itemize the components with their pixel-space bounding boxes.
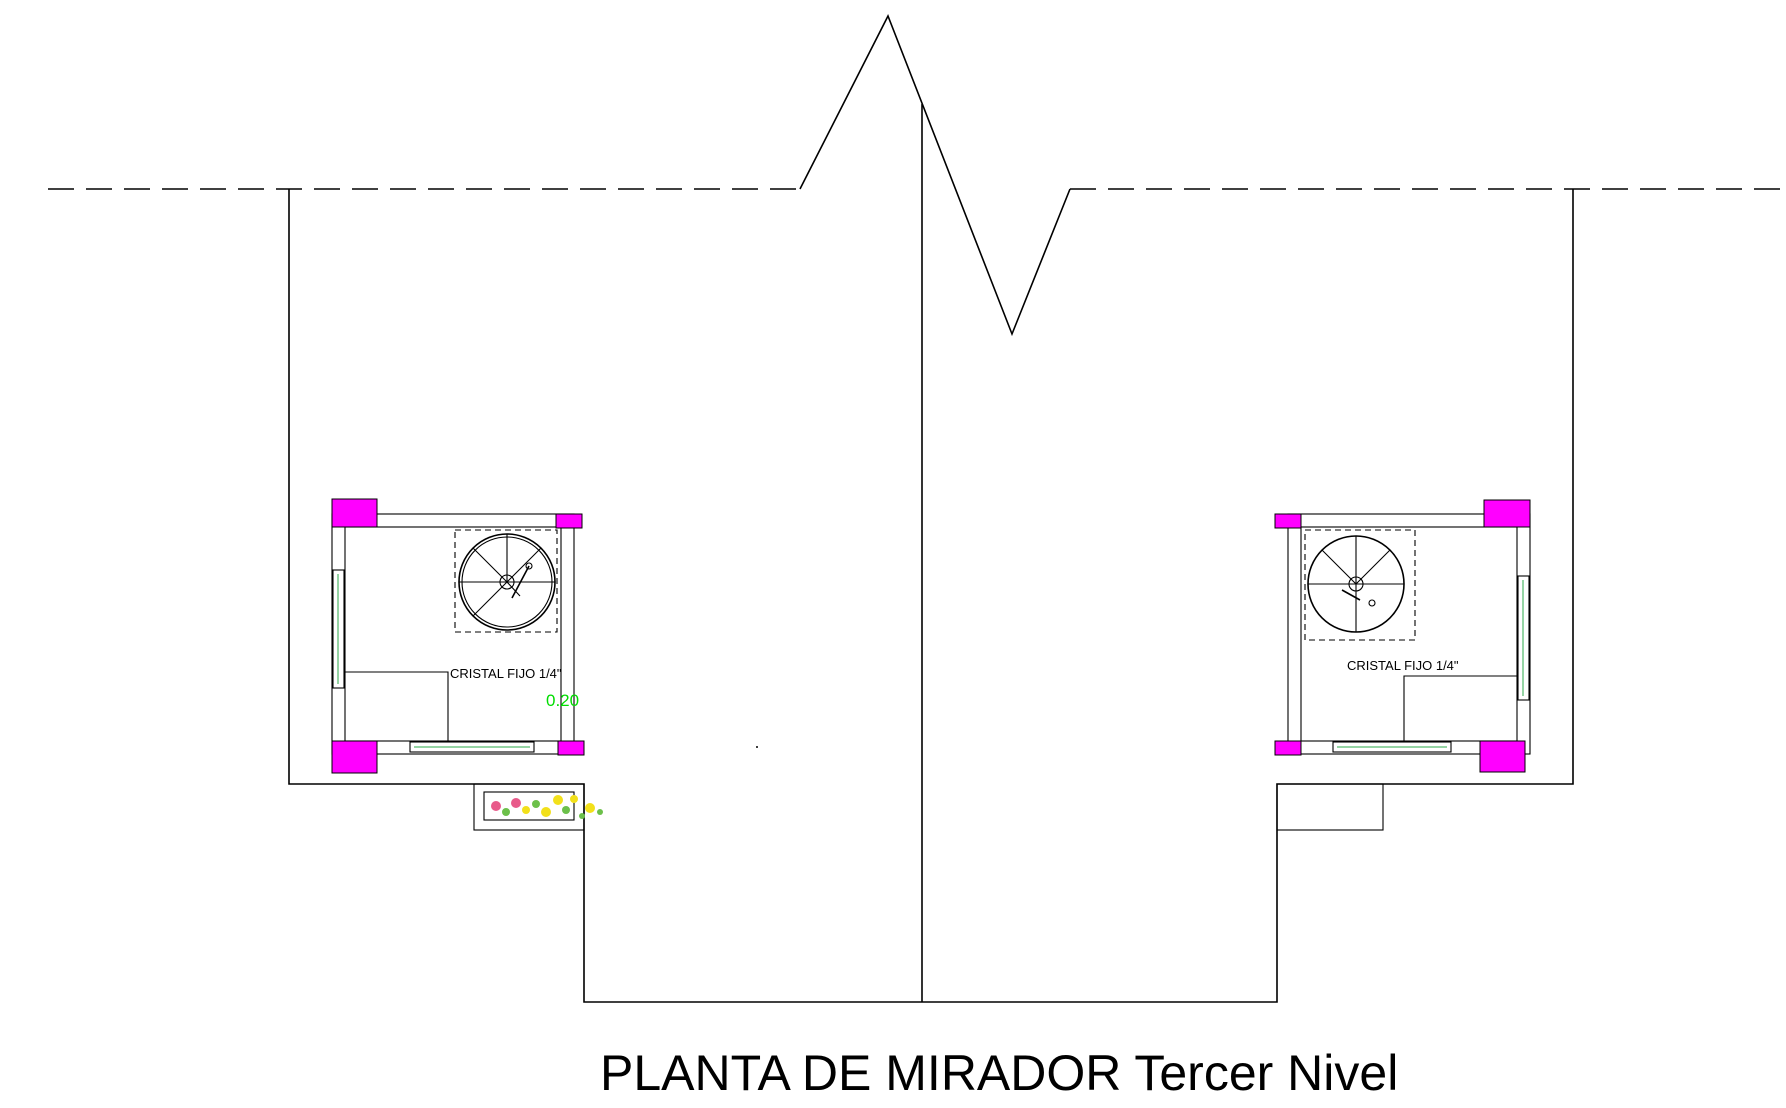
left-window-label: CRISTAL FIJO 1/4" [450, 666, 562, 681]
spiral-stair-icon [458, 533, 556, 631]
left-tower: CRISTAL FIJO 1/4" 0.20 [331, 498, 585, 774]
left-dimension-label: 0.20 [546, 691, 579, 710]
roof-ridge-outline [799, 14, 1071, 337]
spiral-stair-icon [1307, 535, 1405, 633]
planter-box [473, 783, 603, 831]
column [555, 513, 583, 529]
column [557, 740, 585, 756]
drawing-title: PLANTA DE MIRADOR Tercer Nivel [600, 1045, 1398, 1101]
building-outline [288, 189, 1574, 1003]
column [1274, 740, 1302, 756]
column [1274, 513, 1302, 529]
column [1479, 740, 1526, 773]
right-storage-box [1276, 783, 1384, 831]
column [331, 740, 378, 774]
right-tower: CRISTAL FIJO 1/4" [1274, 499, 1531, 773]
column [1483, 499, 1531, 528]
column [331, 498, 378, 528]
right-window-label: CRISTAL FIJO 1/4" [1347, 658, 1459, 673]
flowers-icon [491, 795, 603, 819]
